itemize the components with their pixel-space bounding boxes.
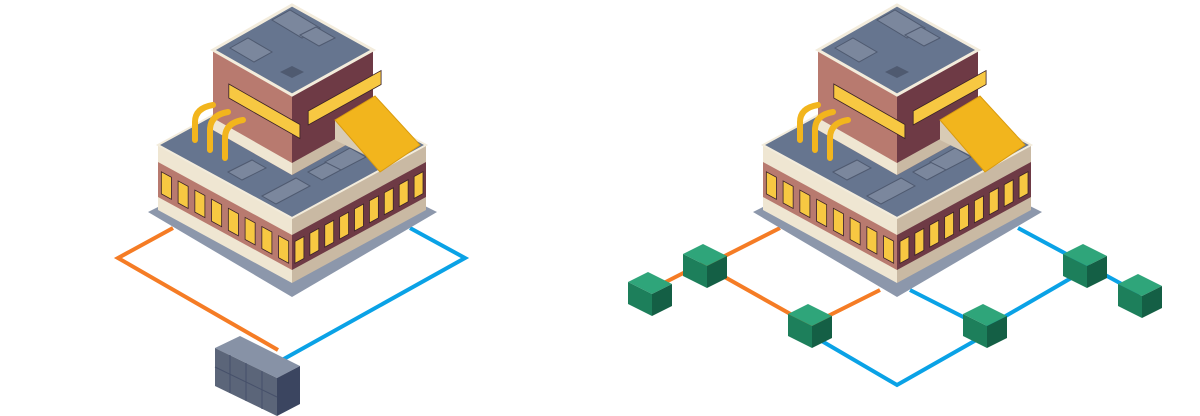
green-unit-icon: [683, 244, 727, 288]
green-unit-icon: [628, 272, 672, 316]
distributed-panel: [628, 5, 1162, 388]
central-cabinet-icon: [214, 336, 300, 416]
green-unit-icon: [1063, 244, 1107, 288]
centralized-panel: [113, 5, 470, 416]
green-unit-icon: [963, 304, 1007, 348]
orange-line: [113, 226, 279, 352]
green-unit-icon: [1118, 274, 1162, 318]
factory-building-icon: [148, 5, 437, 297]
factory-building-icon: [753, 5, 1042, 297]
blue-line: [281, 226, 470, 362]
